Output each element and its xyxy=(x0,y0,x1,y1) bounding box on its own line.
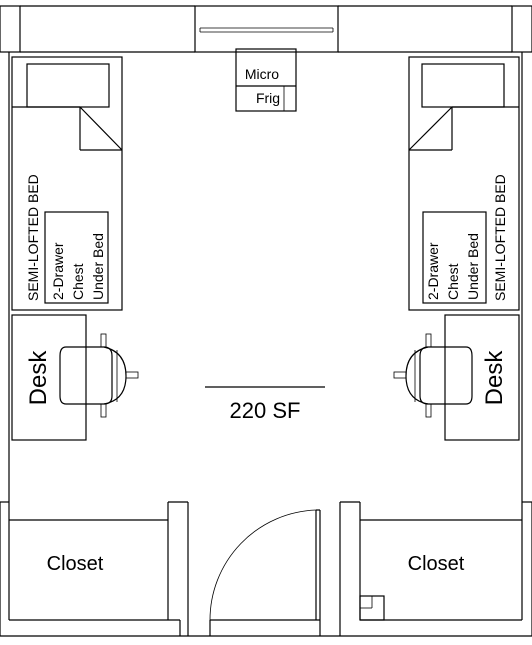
right-chest-line-2: Chest xyxy=(445,263,461,300)
right-chest-line-3: Under Bed xyxy=(465,233,481,300)
right-chair xyxy=(393,333,473,418)
right-desk: Desk xyxy=(444,314,520,441)
left-bed: SEMI-LOFTED BED 2-Drawer Chest Under Bed xyxy=(11,56,123,311)
right-desk-label: Desk xyxy=(481,350,508,406)
left-bed-label: SEMI-LOFTED BED xyxy=(25,174,41,301)
microwave-label: Micro xyxy=(245,66,279,82)
right-bed: SEMI-LOFTED BED 2-Drawer Chest Under Bed xyxy=(408,56,520,311)
right-bed-label: SEMI-LOFTED BED xyxy=(492,174,508,301)
left-closet: Closet xyxy=(0,501,189,636)
left-chest-line-2: Chest xyxy=(70,263,86,300)
left-chest-line-3: Under Bed xyxy=(90,233,106,300)
room-area: 220 SF xyxy=(205,386,325,423)
walls xyxy=(0,5,532,637)
area-label: 220 SF xyxy=(230,398,301,423)
right-closet-label: Closet xyxy=(408,553,465,575)
right-closet: Closet xyxy=(339,501,532,636)
right-chest-line-1: 2-Drawer xyxy=(425,242,441,300)
left-chair xyxy=(59,333,139,418)
micro-frig-unit: Micro Frig xyxy=(235,48,297,112)
fridge-label: Frig xyxy=(256,90,280,106)
left-desk-label: Desk xyxy=(25,350,52,406)
left-closet-label: Closet xyxy=(47,553,104,575)
left-chest-line-1: 2-Drawer xyxy=(50,242,66,300)
left-desk: Desk xyxy=(11,314,87,441)
entry-door xyxy=(209,509,321,636)
